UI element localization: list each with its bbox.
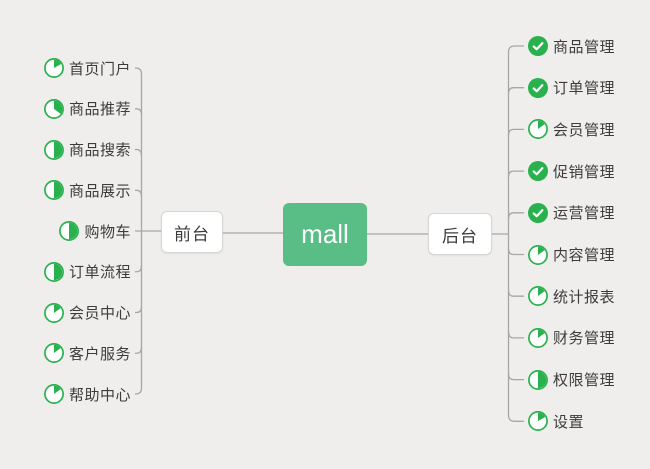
check-icon	[528, 77, 548, 98]
progress-pie-icon	[528, 369, 548, 390]
node-label: 促销管理	[553, 163, 616, 181]
mindmap-node[interactable]: 商品展示	[44, 176, 131, 204]
mindmap-node[interactable]: 订单管理	[528, 74, 615, 102]
node-label: 订单流程	[68, 264, 131, 282]
progress-pie-icon	[528, 286, 548, 307]
mindmap-node[interactable]: 权限管理	[528, 366, 615, 394]
check-icon	[528, 161, 548, 182]
mindmap-node[interactable]: 财务管理	[528, 324, 615, 352]
progress-pie-icon	[528, 244, 548, 265]
node-label: 财务管理	[553, 330, 616, 348]
node-label: 会员管理	[553, 121, 616, 139]
mindmap-node[interactable]: 订单流程	[44, 258, 131, 286]
check-icon	[528, 202, 548, 223]
progress-pie-icon	[528, 327, 548, 348]
progress-pie-icon	[44, 261, 64, 282]
branch-node-backend[interactable]: 后台	[428, 213, 492, 255]
node-label: 订单管理	[553, 80, 616, 98]
node-label: 客户服务	[68, 345, 131, 363]
mindmap-node[interactable]: 商品推荐	[44, 95, 131, 123]
progress-pie-icon	[44, 180, 64, 201]
mindmap-node[interactable]: 会员中心	[44, 299, 131, 327]
node-label: 运营管理	[553, 205, 616, 223]
mindmap-node[interactable]: 商品管理	[528, 32, 615, 60]
mindmap-node[interactable]: 商品搜索	[44, 136, 131, 164]
root-node-mall[interactable]: mall	[283, 203, 367, 266]
node-label: 权限管理	[553, 372, 616, 390]
mindmap-node[interactable]: 客户服务	[44, 339, 131, 367]
node-label: 首页门户	[68, 60, 131, 78]
mindmap-node[interactable]: 内容管理	[528, 241, 615, 269]
progress-pie-icon	[44, 58, 64, 78]
node-label: 商品推荐	[68, 101, 131, 119]
node-label: 内容管理	[553, 247, 616, 264]
mindmap-node[interactable]: 购物车	[59, 217, 131, 245]
mindmap-node[interactable]: 设置	[528, 407, 584, 435]
mindmap-node[interactable]: 统计报表	[528, 282, 615, 310]
mindmap-node[interactable]: 促销管理	[528, 157, 615, 185]
progress-pie-icon	[44, 384, 64, 404]
check-icon	[528, 36, 548, 56]
progress-pie-icon	[44, 98, 64, 119]
progress-pie-icon	[528, 119, 548, 140]
node-label: 帮助中心	[68, 386, 131, 404]
mindmap-node[interactable]: 运营管理	[528, 199, 615, 227]
node-label: 会员中心	[68, 305, 131, 322]
mindmap-node[interactable]: 帮助中心	[44, 380, 131, 408]
progress-pie-icon	[528, 411, 548, 432]
branch-node-frontend[interactable]: 前台	[161, 211, 223, 253]
node-label: 设置	[553, 413, 585, 431]
branch-label: 后台	[442, 226, 478, 246]
root-label: mall	[301, 219, 349, 249]
progress-pie-icon	[59, 221, 80, 241]
node-label: 购物车	[84, 223, 131, 241]
progress-pie-icon	[44, 343, 64, 364]
progress-pie-icon	[44, 302, 64, 323]
node-label: 统计报表	[553, 288, 616, 306]
mindmap-node[interactable]: 会员管理	[528, 115, 615, 143]
node-label: 商品搜索	[68, 142, 131, 159]
branch-label: 前台	[174, 224, 210, 244]
progress-pie-icon	[44, 139, 64, 160]
mindmap-node[interactable]: 首页门户	[44, 54, 131, 82]
node-label: 商品展示	[68, 182, 131, 200]
node-label: 商品管理	[553, 38, 616, 56]
